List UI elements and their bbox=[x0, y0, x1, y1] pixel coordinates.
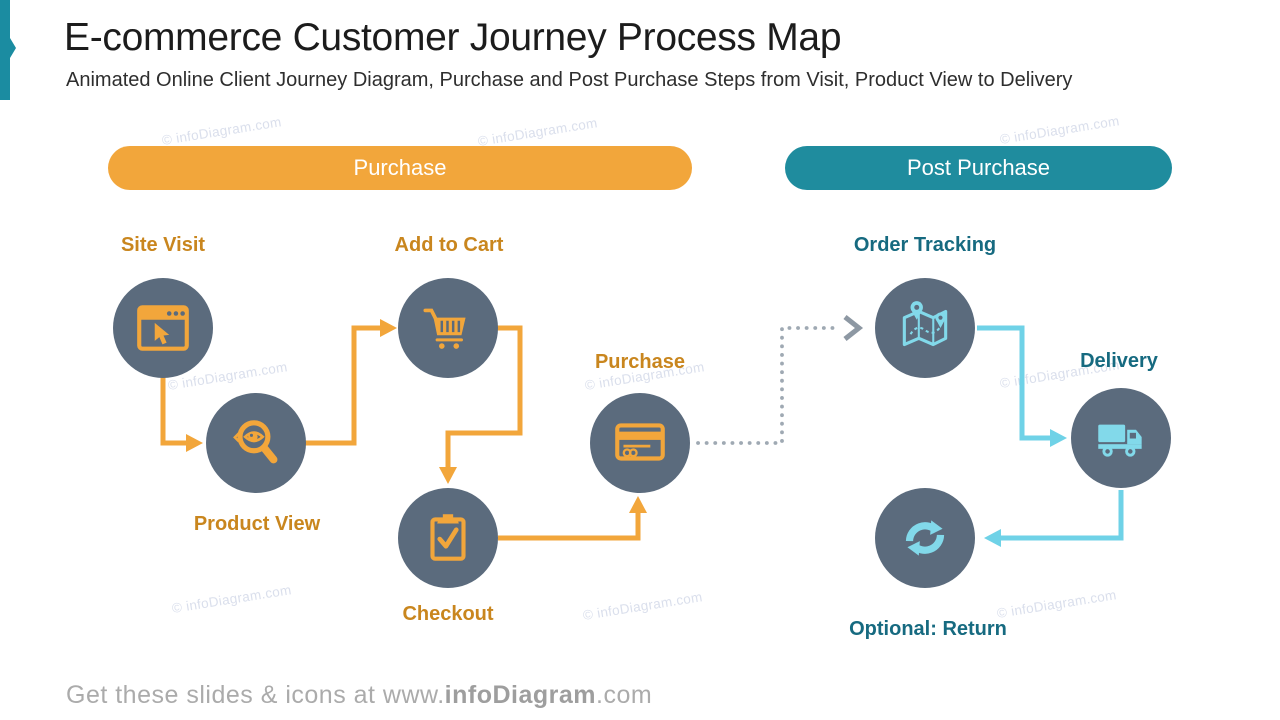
connector-order-tracking-to-delivery bbox=[977, 325, 1067, 447]
connector-product-view-to-add-to-cart bbox=[304, 319, 397, 446]
connector-checkout-to-purchase bbox=[498, 496, 647, 541]
map-route-icon bbox=[902, 301, 948, 347]
step-node-purchase bbox=[590, 393, 690, 493]
footer-promo: Get these slides & icons at www.infoDiag… bbox=[66, 681, 652, 710]
step-label-product-view: Product View bbox=[193, 513, 321, 535]
step-label-purchase: Purchase bbox=[594, 351, 686, 373]
clipboard-check-icon bbox=[430, 514, 466, 561]
step-node-product-view bbox=[206, 393, 306, 493]
footer-brand: infoDiagram bbox=[444, 681, 597, 709]
step-node-order-tracking bbox=[875, 278, 975, 378]
step-node-return bbox=[875, 488, 975, 588]
step-label-add-to-cart: Add to Cart bbox=[394, 234, 504, 256]
connector-add-to-cart-to-checkout bbox=[439, 325, 523, 484]
step-node-add-to-cart bbox=[398, 278, 498, 378]
truck-icon bbox=[1098, 424, 1142, 457]
footer-prefix: Get these slides & icons at www. bbox=[66, 681, 445, 709]
page-title: E-commerce Customer Journey Process Map bbox=[64, 16, 842, 59]
magnifier-eye-icon bbox=[233, 420, 278, 464]
accent-bar bbox=[0, 0, 16, 100]
step-label-checkout: Checkout bbox=[402, 603, 494, 625]
step-node-site-visit bbox=[113, 278, 213, 378]
step-node-checkout bbox=[398, 488, 498, 588]
step-label-order-tracking: Order Tracking bbox=[853, 234, 997, 256]
step-label-site-visit: Site Visit bbox=[120, 234, 206, 256]
credit-card-icon bbox=[615, 423, 665, 461]
shopping-cart-icon bbox=[423, 308, 466, 349]
return-arrows-icon bbox=[905, 520, 945, 556]
browser-cursor-icon bbox=[137, 305, 189, 351]
step-label-delivery: Delivery bbox=[1080, 350, 1158, 372]
footer-suffix: .com bbox=[596, 681, 653, 709]
phase-header-purchase: Purchase bbox=[108, 146, 692, 190]
step-label-return: Optional: Return bbox=[849, 618, 1007, 640]
page-subtitle: Animated Online Client Journey Diagram, … bbox=[66, 69, 1073, 91]
connector-delivery-to-return bbox=[984, 490, 1124, 547]
phase-header-post-purchase: Post Purchase bbox=[785, 146, 1172, 190]
connector-site-visit-to-product-view bbox=[160, 376, 203, 452]
step-node-delivery bbox=[1071, 388, 1171, 488]
connector-purchase-to-order-tracking bbox=[696, 315, 864, 445]
